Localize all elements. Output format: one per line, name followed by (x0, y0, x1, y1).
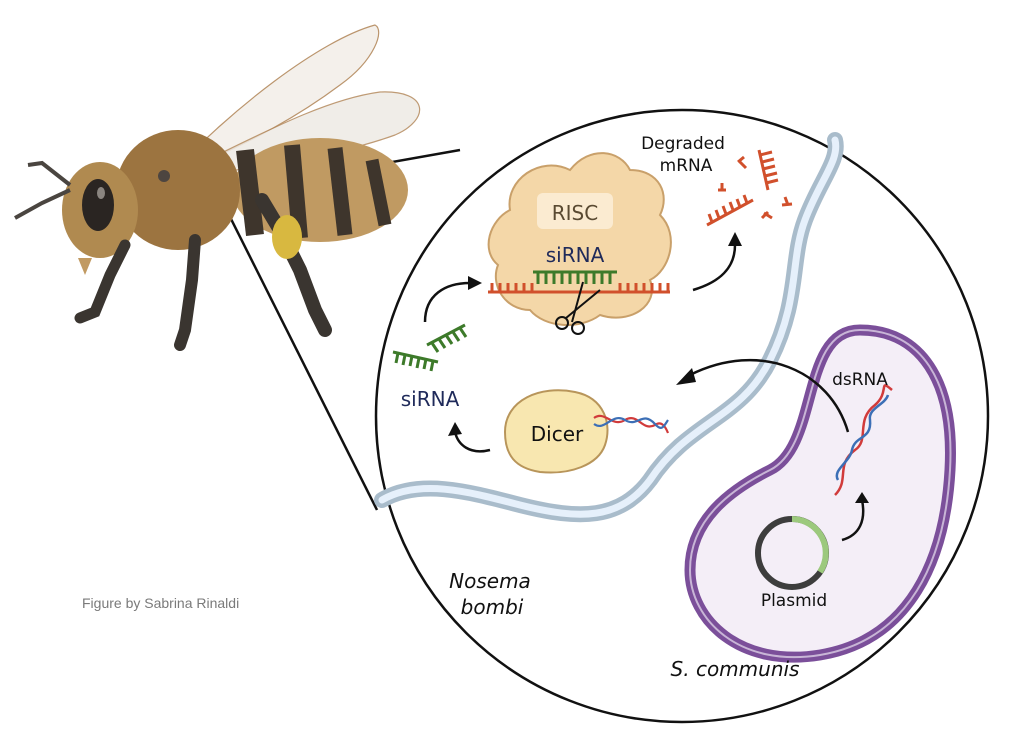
plasmid-label: Plasmid (761, 591, 827, 611)
nosema-membrane-inner (378, 136, 840, 518)
dsrna-label: dsRNA (832, 370, 888, 390)
arrow-sirna-to-risc (423, 281, 471, 323)
dicer-label: Dicer (531, 422, 584, 446)
sirna-free-label: siRNA (401, 387, 460, 411)
arrowhead (676, 368, 696, 385)
plasmid-insert (791, 516, 829, 574)
sirna-in-risc (533, 270, 617, 284)
nosema-label-line1: Nosema (449, 569, 531, 593)
dsrna-helix-dicer (593, 414, 670, 434)
nosema-label-line2: bombi (461, 595, 524, 619)
sirna-fragment (392, 323, 468, 372)
bee-stripe (365, 158, 392, 227)
arrow-risc-to-degraded (692, 244, 737, 292)
zoom-line-bottom (216, 192, 379, 511)
bee-stripe (236, 148, 264, 237)
dsrna-helix-bacterium (834, 384, 893, 496)
bee-wing-base (158, 170, 170, 182)
s-communis-label: S. communis (671, 657, 800, 681)
bee-eye (82, 179, 114, 231)
risc-label-box (537, 193, 613, 229)
bee-antenna (27, 160, 72, 187)
arrowhead (448, 422, 462, 436)
pollen-basket (272, 215, 302, 259)
bee-illustration (14, 24, 421, 351)
bee-leg (74, 239, 131, 324)
scissors-icon (555, 281, 601, 335)
bee-eye-highlight (97, 187, 105, 199)
arrowhead (468, 276, 482, 290)
bee-stripe (284, 144, 308, 239)
bee-leg (255, 193, 332, 337)
bee-antenna (14, 188, 71, 220)
degraded-mrna-label-line1: Degraded (641, 134, 725, 154)
arrowhead (728, 232, 742, 246)
sirna-risc-label: siRNA (546, 243, 605, 267)
target-mrna (488, 283, 670, 294)
dicer-enzyme (503, 389, 609, 474)
bee-stripe (327, 147, 353, 236)
bee-thorax (116, 130, 240, 250)
degraded-mrna-fragments (706, 149, 793, 227)
degraded-mrna-label-line2: mRNA (660, 156, 713, 176)
figure-credit: Figure by Sabrina Rinaldi (82, 595, 240, 611)
arrow-plasmid-to-dsrna (841, 499, 865, 542)
arrow-dicer-to-sirna (453, 431, 491, 453)
arrow-dsrna-to-dicer (689, 358, 850, 433)
bee-leg (174, 234, 201, 351)
bacterium-wall-inner (688, 328, 952, 659)
bee-mouthpart (78, 258, 92, 275)
arrowhead (855, 492, 869, 503)
risc-label: RISC (552, 201, 598, 225)
